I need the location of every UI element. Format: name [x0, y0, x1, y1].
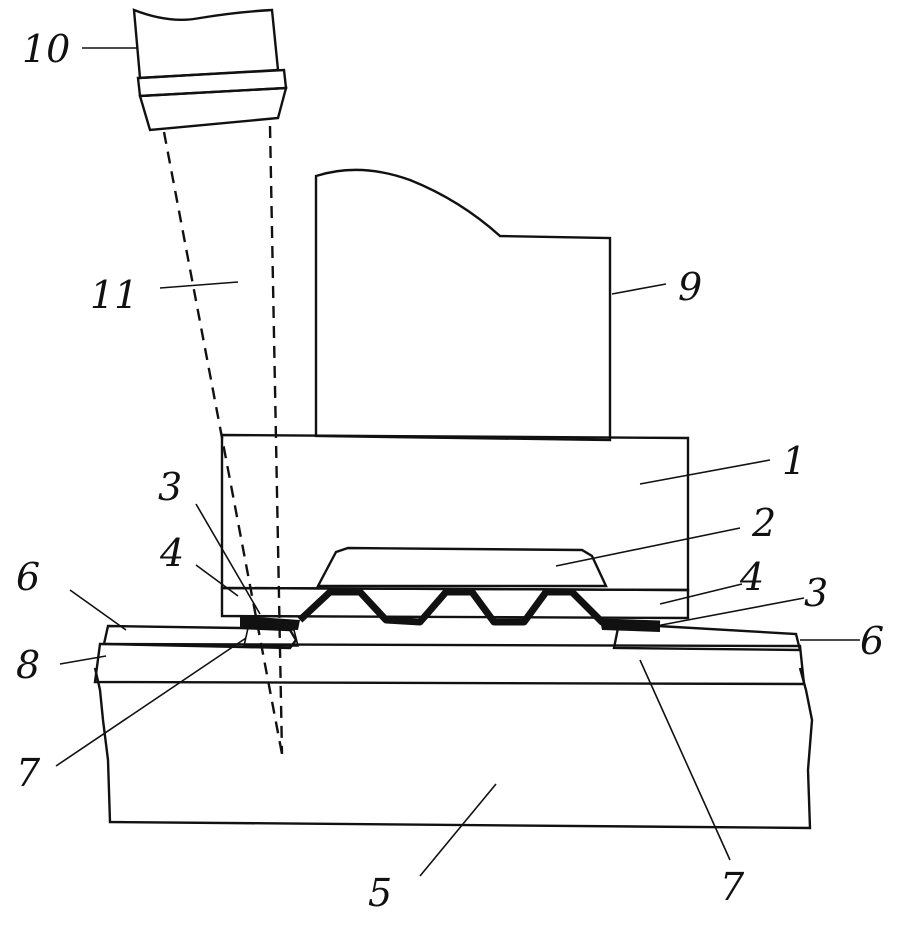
- label-4-right: 4: [739, 555, 764, 599]
- label-7-right: 7: [720, 865, 745, 909]
- label-6-left: 6: [16, 555, 40, 599]
- label-7-left: 7: [16, 751, 41, 795]
- label-2: 2: [751, 501, 776, 545]
- layer-4: [220, 586, 690, 620]
- labels: 10 11 9 1 3 2 4 6 4 3 8 6 7 5 7: [16, 27, 884, 915]
- substrate-5: [93, 667, 814, 830]
- label-8: 8: [16, 643, 40, 687]
- label-1: 1: [782, 439, 806, 483]
- leader-lines: [55, 47, 860, 877]
- element-2: [316, 546, 608, 588]
- corrugated-layer: [297, 588, 661, 628]
- heater-9: [314, 168, 612, 442]
- label-5: 5: [368, 871, 392, 915]
- contact-3-left: [240, 616, 300, 630]
- label-4-left: 4: [159, 531, 184, 575]
- laser-beam-11: [162, 125, 284, 755]
- label-11: 11: [90, 273, 138, 317]
- label-10: 10: [22, 27, 70, 71]
- label-3-right: 3: [804, 571, 828, 615]
- label-3-left: 3: [158, 465, 182, 509]
- layer-8: [93, 642, 806, 686]
- label-9: 9: [678, 265, 702, 309]
- label-6-right: 6: [860, 619, 884, 663]
- contact-3-right: [600, 620, 660, 632]
- laser-head-10: [132, 8, 288, 132]
- chip-body-1: [220, 433, 690, 592]
